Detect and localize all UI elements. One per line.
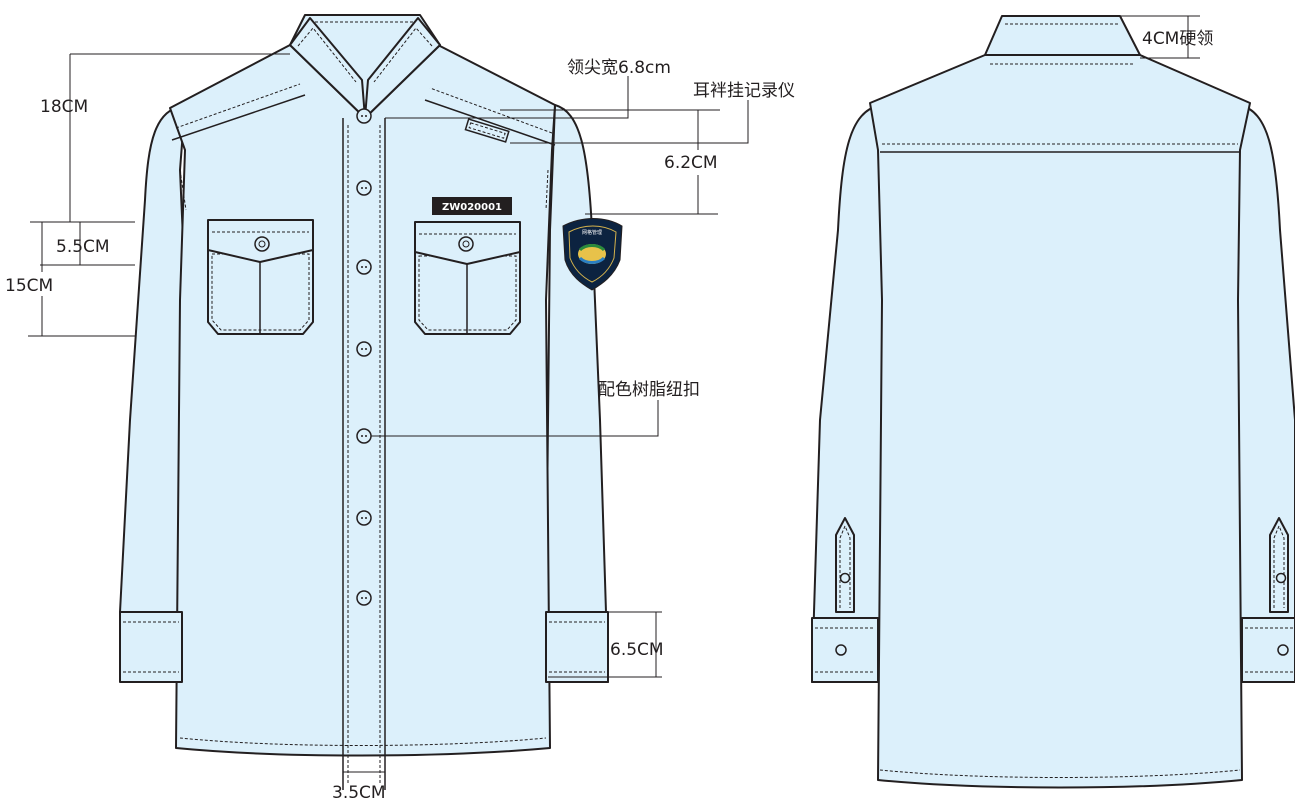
back-left-cuff [811, 617, 879, 683]
front-placket [342, 118, 386, 790]
right-chest-pocket [414, 221, 521, 335]
button-1 [356, 108, 372, 124]
dim-collar-point: 领尖宽6.8cm [385, 58, 671, 119]
sleeve-patch: 网格管理 [562, 218, 623, 291]
label-placket: 3.5CM [332, 783, 386, 802]
name-badge-text: ZW020001 [442, 202, 502, 213]
button-6 [356, 510, 372, 526]
placket-buttons [356, 108, 372, 606]
right-pocket-button [458, 236, 474, 252]
patch-text: 网格管理 [582, 229, 602, 236]
dim-loop-height: 6.2CM [585, 110, 718, 215]
label-cuff: 6.5CM [610, 640, 664, 660]
back-view: 4CM硬领 [811, 15, 1295, 789]
front-right-cuff [545, 611, 609, 683]
dim-cuff: 6.5CM [548, 611, 664, 678]
front-body [169, 44, 556, 757]
button-3 [356, 259, 372, 275]
front-collar [289, 14, 441, 119]
label-collar-point: 领尖宽6.8cm [567, 58, 671, 78]
label-pocket-height: 15CM [5, 276, 53, 296]
dim-buttons: 配色树脂纽扣 [371, 380, 700, 437]
back-collar [984, 15, 1141, 56]
dim-shoulder-to-pocket: 18CM [30, 53, 290, 223]
button-5 [356, 428, 372, 444]
dim-pocket-flap: 5.5CM [40, 222, 135, 266]
recorder-ear-loop [464, 118, 510, 143]
button-7 [356, 590, 372, 606]
label-shoulder-to-pocket: 18CM [40, 97, 88, 117]
label-buttons: 配色树脂纽扣 [598, 380, 700, 400]
back-left-sleeve-vent [835, 517, 855, 613]
left-shoulder-yoke [171, 94, 306, 141]
dim-pocket-height: 15CM [5, 222, 135, 337]
label-ear-loop: 耳袢挂记录仪 [693, 81, 795, 101]
dim-ear-loop: 耳袢挂记录仪 [500, 81, 795, 144]
right-shoulder-yoke [424, 99, 556, 146]
back-right-sleeve-vent [1269, 517, 1289, 613]
label-back-collar: 4CM硬领 [1142, 29, 1213, 49]
left-pocket-button [254, 236, 270, 252]
button-4 [356, 341, 372, 357]
back-body [869, 54, 1251, 789]
label-pocket-flap: 5.5CM [56, 237, 110, 257]
dim-placket: 3.5CM [332, 771, 386, 802]
dim-back-collar: 4CM硬领 [1120, 15, 1213, 59]
label-loop-height: 6.2CM [664, 153, 718, 173]
front-view: ZW020001 网格管理 18CM 5.5CM [5, 14, 795, 802]
left-chest-pocket [207, 219, 314, 335]
name-badge: ZW020001 [432, 197, 512, 215]
back-right-cuff [1241, 617, 1295, 683]
button-2 [356, 180, 372, 196]
front-left-cuff [119, 611, 183, 683]
